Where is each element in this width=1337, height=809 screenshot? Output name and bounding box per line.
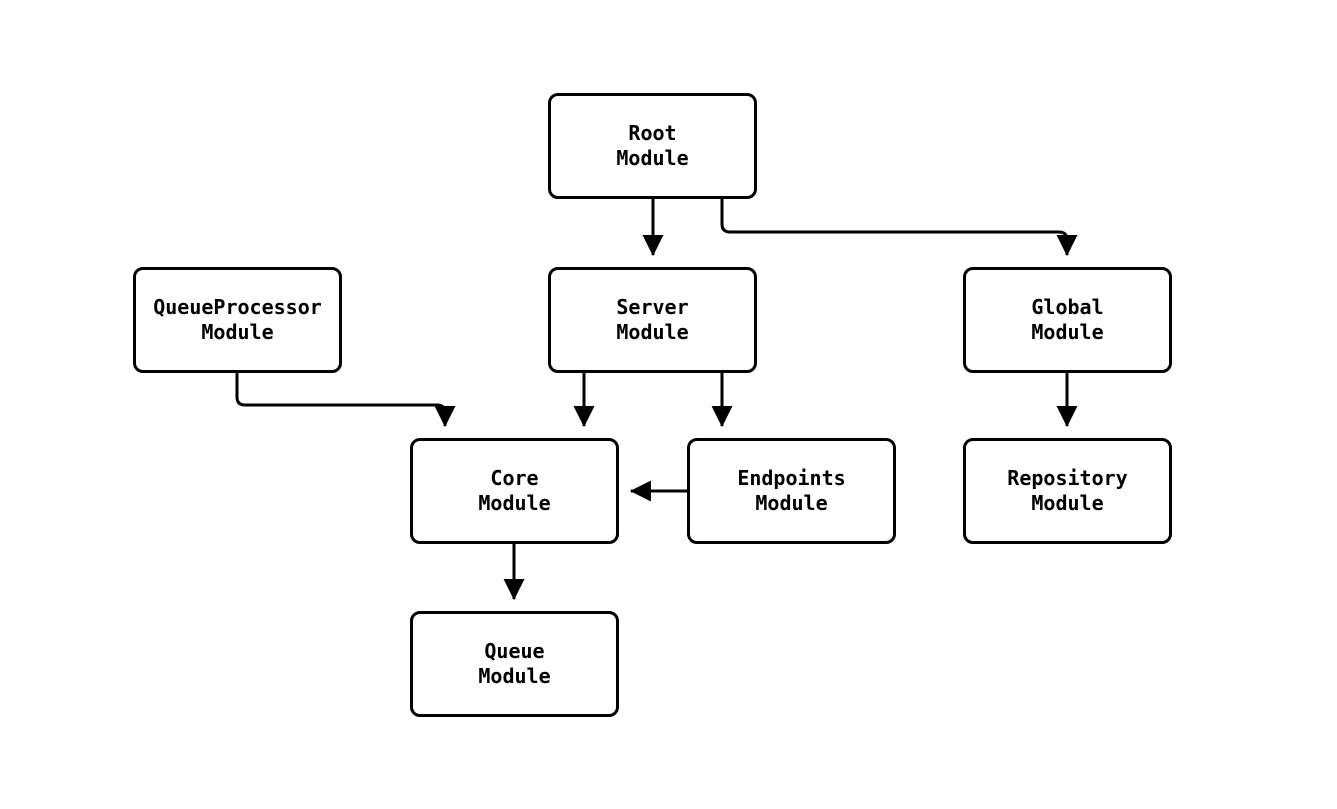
edge-root-to-global: [720, 199, 1078, 257]
node-repository-module-label: Repository Module: [1007, 466, 1128, 515]
node-endpoints-module-label: Endpoints Module: [737, 466, 846, 515]
node-root-module: Root Module: [548, 93, 757, 199]
edge-queueprocessor-to-core: [235, 373, 456, 428]
node-queue-module: Queue Module: [410, 611, 619, 717]
node-queueprocessor-module: QueueProcessor Module: [133, 267, 342, 373]
node-global-module-label: Global Module: [1031, 295, 1104, 344]
node-queueprocessor-module-label: QueueProcessor Module: [153, 295, 322, 344]
node-repository-module: Repository Module: [963, 438, 1172, 544]
node-root-module-label: Root Module: [616, 121, 689, 170]
node-core-module: Core Module: [410, 438, 619, 544]
node-endpoints-module: Endpoints Module: [687, 438, 896, 544]
node-global-module: Global Module: [963, 267, 1172, 373]
node-server-module-label: Server Module: [616, 295, 689, 344]
node-core-module-label: Core Module: [478, 466, 551, 515]
node-queue-module-label: Queue Module: [478, 639, 551, 688]
node-server-module: Server Module: [548, 267, 757, 373]
